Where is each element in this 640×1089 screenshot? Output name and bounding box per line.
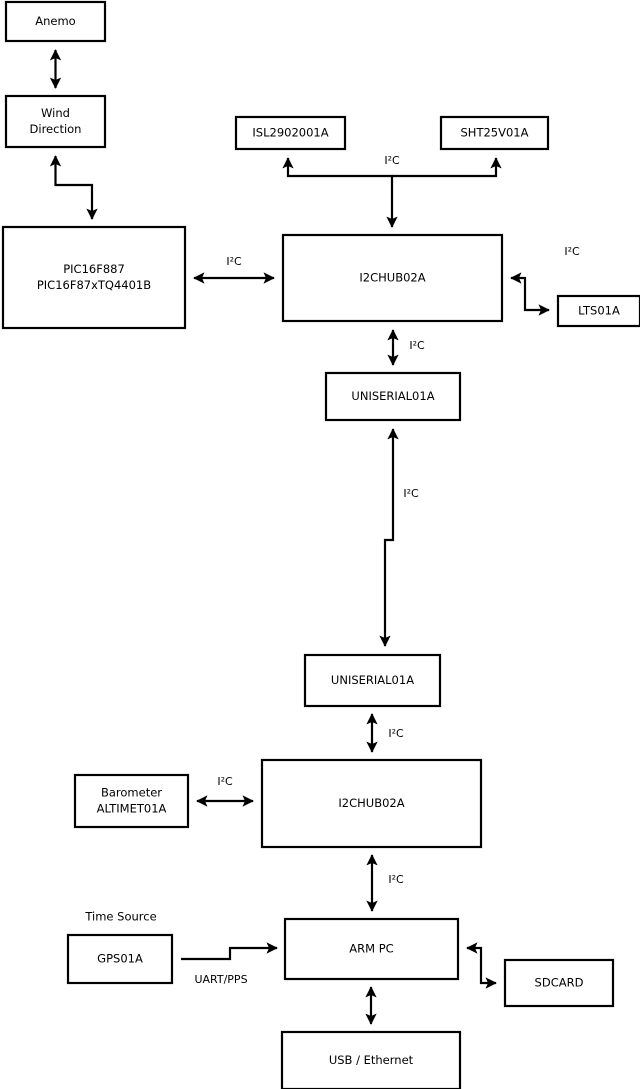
edge-label-hub-sensors: I²C [384, 154, 400, 167]
edge-label-hub-lts: I²C [564, 245, 580, 258]
node-label-gps: GPS01A [97, 952, 143, 966]
node-box-uniserial_bot[interactable] [303, 653, 442, 708]
edge-hub-sht-branch [392, 157, 502, 178]
edge-label-hub-uniserial: I²C [409, 339, 425, 352]
edge-label-uniserial-link: I²C [403, 487, 419, 500]
node-label-sht: SHT25V01A [461, 126, 529, 140]
edge-gps-armpc [181, 942, 278, 961]
edge-label-hub2-armpc: I²C [388, 873, 404, 886]
node-box-lts[interactable] [556, 294, 640, 328]
node-sht[interactable]: SHT25V01A [439, 115, 550, 151]
edge-hub-sensors [282, 157, 398, 228]
node-label-sdcard: SDCARD [535, 976, 584, 990]
node-label-hub_bot: I2CHUB02A [338, 796, 404, 810]
node-label-wind: Wind [41, 106, 70, 120]
node-box-barometer[interactable] [73, 773, 190, 829]
node-gps[interactable]: GPS01A [66, 933, 174, 985]
node-lts[interactable]: LTS01A [556, 294, 640, 328]
label-time-source: Time Source [84, 910, 156, 924]
node-hub_top[interactable]: I2CHUB02A [281, 233, 504, 323]
node-label-isl: ISL2902001A [252, 126, 328, 140]
node-box-anemo[interactable] [4, 0, 107, 43]
node-label-lts: LTS01A [578, 304, 620, 318]
node-uniserial_bot[interactable]: UNISERIAL01A [303, 653, 442, 708]
edge-wind-pic [49, 155, 98, 220]
edge-label-uniserial-hub2: I²C [388, 727, 404, 740]
node-isl[interactable]: ISL2902001A [234, 115, 347, 151]
node-box-pic[interactable] [1, 225, 187, 330]
node-box-uniserial_top[interactable] [324, 371, 462, 422]
node-label-uniserial_bot: UNISERIAL01A [331, 673, 414, 687]
node-label-armpc: ARM PC [349, 942, 393, 956]
node-uniserial_top[interactable]: UNISERIAL01A [324, 371, 462, 422]
node-sdcard[interactable]: SDCARD [503, 958, 615, 1008]
node-label-anemo: Anemo [35, 14, 75, 28]
node-label-pic: PIC16F87xTQ4401B [37, 278, 151, 292]
edge-hub-lts [510, 272, 550, 316]
node-box-hub_top[interactable] [281, 233, 504, 323]
node-box-hub_bot[interactable] [260, 758, 483, 849]
node-label-usbeth: USB / Ethernet [329, 1053, 414, 1067]
node-box-sdcard[interactable] [503, 958, 615, 1008]
node-box-usbeth[interactable] [280, 1030, 462, 1089]
node-box-sht[interactable] [439, 115, 550, 151]
node-usbeth[interactable]: USB / Ethernet [280, 1030, 462, 1089]
edge-armpc-sdcard [466, 942, 497, 989]
edge-label-barometer-hub2: I²C [217, 775, 233, 788]
node-hub_bot[interactable]: I2CHUB02A [260, 758, 483, 849]
edge-label-gps-armpc: UART/PPS [194, 973, 247, 986]
edge-layer: I²C I²C I²C I²C I²C I²C I²C I²C UART/PPS [49, 49, 580, 1025]
edge-uniserial-link [379, 428, 399, 647]
node-box-armpc[interactable] [283, 917, 460, 981]
edge-label-pic-hub: I²C [226, 255, 242, 268]
node-label-uniserial_top: UNISERIAL01A [351, 389, 434, 403]
node-label-barometer: ALTIMET01A [97, 802, 167, 816]
node-box-wind[interactable] [4, 94, 107, 149]
free-label-layer: Time Source [84, 910, 156, 924]
node-label-pic: PIC16F887 [63, 262, 125, 276]
node-label-barometer: Barometer [101, 786, 162, 800]
node-box-isl[interactable] [234, 115, 347, 151]
node-armpc[interactable]: ARM PC [283, 917, 460, 981]
node-anemo[interactable]: Anemo [4, 0, 107, 43]
node-label-hub_top: I2CHUB02A [359, 271, 425, 285]
node-label-wind: Direction [30, 122, 82, 136]
node-box-gps[interactable] [66, 933, 174, 985]
